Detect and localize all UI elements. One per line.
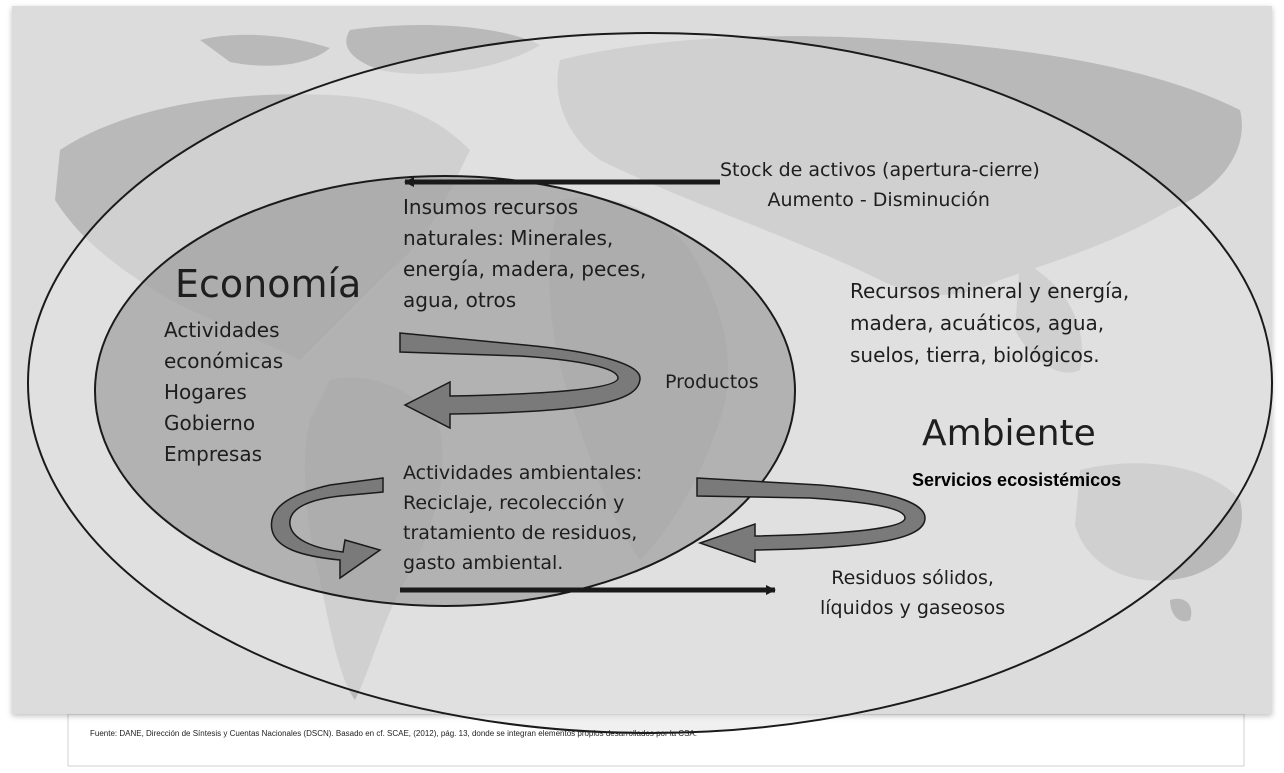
environmental-activities-line: tratamiento de residuos,: [403, 522, 638, 544]
products-label: Productos: [665, 371, 759, 393]
natural-inputs-line: agua, otros: [403, 288, 517, 312]
environmental-resources-line: madera, acuáticos, agua,: [850, 311, 1105, 335]
economy-actor-line: Gobierno: [164, 411, 256, 435]
environmental-activities-loop-arrow: [270, 477, 384, 580]
natural-inputs-line: naturales: Minerales,: [403, 226, 614, 250]
waste-line: líquidos y gaseosos: [820, 597, 1006, 619]
waste-line: Residuos sólidos,: [831, 567, 994, 589]
natural-inputs-line: Insumos recursos: [403, 195, 579, 219]
economy-actor-line: Hogares: [164, 380, 247, 404]
environmental-activities-line: gasto ambiental.: [403, 552, 564, 574]
asset-stock-line: Aumento - Disminución: [767, 189, 990, 211]
environmental-resources-line: Recursos mineral y energía,: [850, 279, 1130, 303]
environmental-resources-label: Recursos mineral y energía, madera, acuá…: [850, 275, 1129, 371]
natural-inputs-label: Insumos recursos naturales: Minerales, e…: [403, 192, 646, 316]
economy-actors-list: Actividades económicas Hogares Gobierno …: [164, 315, 283, 470]
environmental-resources-line: suelos, tierra, biológicos.: [850, 343, 1100, 367]
asset-stock-label: Stock de activos (apertura-cierre) Aumen…: [720, 155, 1040, 215]
asset-stock-line: Stock de activos (apertura-cierre): [720, 159, 1040, 181]
ecosystem-services-label: Servicios ecosistémicos: [912, 470, 1122, 490]
environmental-activities-label: Actividades ambientales: Reciclaje, reco…: [403, 458, 642, 578]
waste-label: Residuos sólidos, líquidos y gaseosos: [820, 563, 1005, 623]
economy-title: Economía: [175, 262, 362, 306]
environmental-activities-line: Actividades ambientales:: [403, 462, 643, 484]
natural-inputs-line: energía, madera, peces,: [403, 257, 647, 281]
economy-actor-line: Empresas: [164, 442, 262, 466]
products-loop-arrow: [399, 332, 641, 430]
economy-actor-line: Actividades: [164, 318, 280, 342]
source-note: Fuente: DANE, Dirección de Síntesis y Cu…: [90, 729, 697, 738]
ecosystem-services-loop-arrow: [696, 477, 926, 564]
economy-actor-line: económicas: [164, 349, 284, 373]
environmental-activities-line: Reciclaje, recolección y: [403, 492, 625, 514]
environment-title: Ambiente: [922, 413, 1096, 454]
